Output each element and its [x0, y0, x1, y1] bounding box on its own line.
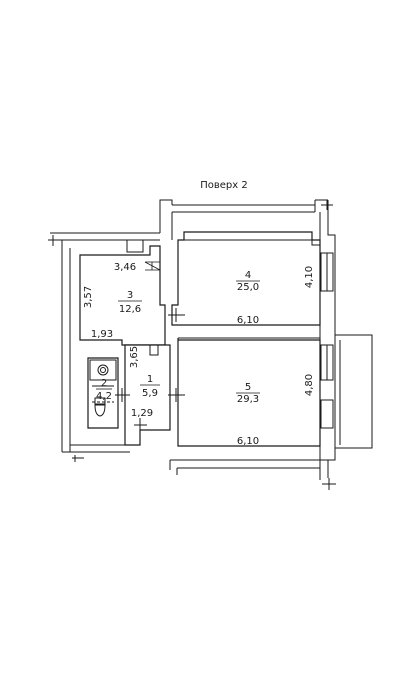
dim-6-10-top: 6,10 — [237, 315, 259, 326]
door-markers — [115, 308, 185, 432]
dim-4-10: 4,10 — [304, 266, 315, 288]
room-5 — [177, 337, 334, 447]
room-1-area: 5,9 — [142, 388, 158, 399]
dim-6-10-bottom: 6,10 — [237, 436, 259, 447]
dimension-labels: 3,46 3,57 1,93 3,65 1,29 4,10 6,10 4,80 … — [83, 262, 315, 447]
room-3-number: 3 — [127, 290, 133, 301]
room-4-area: 25,0 — [237, 282, 259, 293]
room-5-area: 29,3 — [237, 394, 259, 405]
room-2 — [87, 357, 119, 429]
dim-1-29: 1,29 — [131, 408, 153, 419]
room-4 — [171, 231, 334, 326]
outer-walls — [48, 199, 373, 490]
room-4-number: 4 — [245, 270, 251, 281]
dim-3-57: 3,57 — [83, 286, 94, 308]
room-5-number: 5 — [245, 382, 251, 393]
room-2-area: 4,2 — [96, 391, 112, 402]
floor-title: Поверх 2 — [200, 180, 248, 191]
room-3-area: 12,6 — [119, 304, 141, 315]
dim-3-65: 3,65 — [129, 346, 140, 368]
dim-4-80: 4,80 — [304, 374, 315, 396]
room-1-number: 1 — [147, 374, 153, 385]
room-labels: 4 25,0 5 29,3 3 12,6 1 5,9 2 4,2 — [96, 270, 260, 405]
room-2-number: 2 — [101, 378, 107, 389]
room-3 — [79, 239, 166, 346]
dim-3-46: 3,46 — [114, 262, 136, 273]
dim-1-93: 1,93 — [91, 329, 113, 340]
